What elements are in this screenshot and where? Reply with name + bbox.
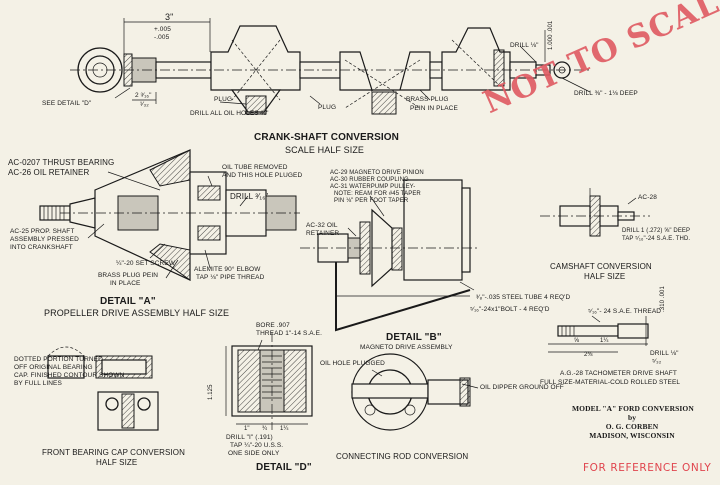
camshaft-drawing xyxy=(540,188,650,237)
prop-shaft-1: AC-25 PROP. SHAFT xyxy=(10,228,75,235)
tach-subtitle: FULL SIZE-MATERIAL-COLD ROLLED STEEL xyxy=(540,379,681,386)
alemite-elbow: ALEMITE 90° ELBOW xyxy=(194,266,261,273)
drill-3-16: DRILL ³⁄₁₆" xyxy=(230,192,269,201)
set-screw: ¼"-20 SET SCREW xyxy=(116,260,175,267)
brass-plug: BRASS PLUG xyxy=(406,96,449,103)
detail-a-drawing xyxy=(39,149,300,281)
bearing-note-2: OFF ORIGINAL BEARING xyxy=(14,364,93,371)
brass-plug-place: IN PLACE xyxy=(110,280,141,287)
tach-dim-a: ⅝ xyxy=(574,338,580,344)
detail-d-title: DETAIL "D" xyxy=(256,462,312,473)
tach-dim-c: 2⅜ xyxy=(584,352,593,358)
oil-retainer-b-2: RETAINER xyxy=(306,230,340,237)
bearing-cap-scale: HALF SIZE xyxy=(96,458,138,467)
credit-line-4: MADISON, WISCONSIN xyxy=(589,431,675,440)
dim-d-b: 1¼ xyxy=(280,426,289,432)
tach-diameter: .310 .001 xyxy=(660,286,666,312)
brass-plug-pein: BRASS PLUG PEIN xyxy=(98,272,159,279)
oil-retainer-label: AC-26 OIL RETAINER xyxy=(8,168,90,177)
taper-pin-note: PIN ⅛" PER FOOT TAPER xyxy=(334,198,409,204)
prop-shaft-2: ASSEMBLY PRESSED xyxy=(10,236,79,243)
credit-line-2: by xyxy=(627,413,637,422)
tap-1-4: TAP ¼"-20 U.S.S. xyxy=(230,442,284,449)
oil-dipper: OIL DIPPER GROUND OFF xyxy=(480,384,564,391)
dim-2-3-16: 2 ³⁄₁₆" xyxy=(135,92,152,99)
waterpump-pulley: AC-31 WATERPUMP PULLEY- xyxy=(330,184,416,190)
tach-title: A.G.-28 TACHOMETER DRIVE SHAFT xyxy=(560,370,677,377)
conrod-title: CONNECTING ROD CONVERSION xyxy=(336,452,469,461)
camshaft-title: CAMSHAFT CONVERSION xyxy=(550,262,652,271)
plug-label-2: PLUG xyxy=(318,104,337,111)
dim-3: 3" xyxy=(165,12,174,22)
plugged-label: AND THIS HOLE PLUGED xyxy=(222,172,303,179)
detail-b-title: DETAIL "B" xyxy=(386,332,442,343)
oil-hole-plugged: OIL HOLE PLUGGED xyxy=(320,360,385,367)
camshaft-scale: HALF SIZE xyxy=(584,272,626,281)
see-detail-d: SEE DETAIL "D" xyxy=(42,100,92,107)
tach-drill: DRILL ⅛" xyxy=(650,350,679,357)
prop-shaft-3: INTO CRANKSHAFT xyxy=(10,244,73,251)
pipe-thread: TAP ⅛" PIPE THREAD xyxy=(196,274,265,281)
tach-dim-b: 1¼ xyxy=(600,338,609,344)
dim-005-plus: +.005 xyxy=(154,26,171,33)
detail-b-subtitle: MAGNETO DRIVE ASSEMBLY xyxy=(360,344,453,351)
bearing-note-1: DOTTED PORTION TURNED xyxy=(14,356,103,363)
dim-d-a: ¾ xyxy=(262,426,268,432)
bolt-label: ⁵⁄₁₆"-24x1"BOLT - 4 REQ'D xyxy=(470,306,550,313)
detail-a-subtitle: PROPELLER DRIVE ASSEMBLY HALF SIZE xyxy=(44,308,230,318)
dim-d-1: 1" xyxy=(244,426,250,432)
credit-line-1: MODEL "A" FORD CONVERSION xyxy=(572,404,694,413)
rubber-coupling: AC-30 RUBBER COUPLING xyxy=(330,177,409,183)
steel-tube: ³⁄₈"-.035 STEEL TUBE 4 REQ'D xyxy=(476,294,571,301)
drill-deep: DRILL ⅜" - 1⅛ DEEP xyxy=(574,90,638,97)
detail-b-drawing xyxy=(300,179,480,332)
drill-right: DRILL ⅛" xyxy=(510,42,539,49)
ac28-label: AC-28 xyxy=(638,194,657,201)
ream-note: NOTE: REAM FOR #45 TAPER xyxy=(334,191,421,197)
dim-1-32: ¹⁄₃₂ xyxy=(140,101,149,108)
dim-vertical: 1.000 .001 xyxy=(548,20,554,50)
pein-in-place: PEIN IN PLACE xyxy=(410,105,458,112)
crankshaft-title: CRANK-SHAFT CONVERSION xyxy=(254,132,399,143)
cam-drill: DRILL 1 (.272) ⅝" DEEP xyxy=(622,228,691,234)
tach-drill-b: ⁵⁄₃₂ xyxy=(652,358,662,365)
crankshaft-scale: SCALE HALF SIZE xyxy=(285,145,365,155)
tach-thread: ⁵⁄₁₆"- 24 S.A.E. THREAD xyxy=(588,308,662,315)
bearing-cap-drawing xyxy=(47,346,159,431)
crankshaft-drawing xyxy=(70,18,591,115)
credit-line-3: O. G. CORBEN xyxy=(605,422,659,431)
one-side-only: ONE SIDE ONLY xyxy=(228,450,280,457)
bearing-note-4: BY FULL LINES xyxy=(14,380,62,387)
thrust-bearing-label: AC-0207 THRUST BEARING xyxy=(8,158,115,167)
conrod-drawing xyxy=(351,353,479,431)
dim-005-minus: -.005 xyxy=(154,34,170,41)
bearing-note-3: CAP. FINISHED CONTOUR SHOWN xyxy=(14,372,125,379)
thread-label: THREAD 1"-14 S.A.E. xyxy=(256,330,322,337)
oil-tube-label: OIL TUBE REMOVED xyxy=(222,164,288,171)
bearing-cap-title: FRONT BEARING CAP CONVERSION xyxy=(42,448,185,457)
detail-a-title: DETAIL "A" xyxy=(100,296,156,307)
magneto-pinion: AC-29 MAGNETO DRIVE PINION xyxy=(330,170,424,176)
drill-i: DRILL "I" (.191) xyxy=(226,434,273,441)
dim-1125: 1.125 xyxy=(208,384,214,400)
reference-only-note: FOR REFERENCE ONLY xyxy=(583,462,712,474)
tach-shaft-drawing xyxy=(548,315,649,353)
plug-label-1: PLUG xyxy=(214,96,233,103)
bore-label: BORE .907 xyxy=(256,322,290,329)
detail-d-drawing xyxy=(225,332,313,430)
drill-oil-holes: DRILL ALL OIL HOLES ⅝" xyxy=(190,110,269,117)
cam-tap: TAP ⁵⁄₁₆"-24 S.A.E. THD. xyxy=(622,236,691,242)
oil-retainer-b-1: AC-32 OIL xyxy=(306,222,338,229)
